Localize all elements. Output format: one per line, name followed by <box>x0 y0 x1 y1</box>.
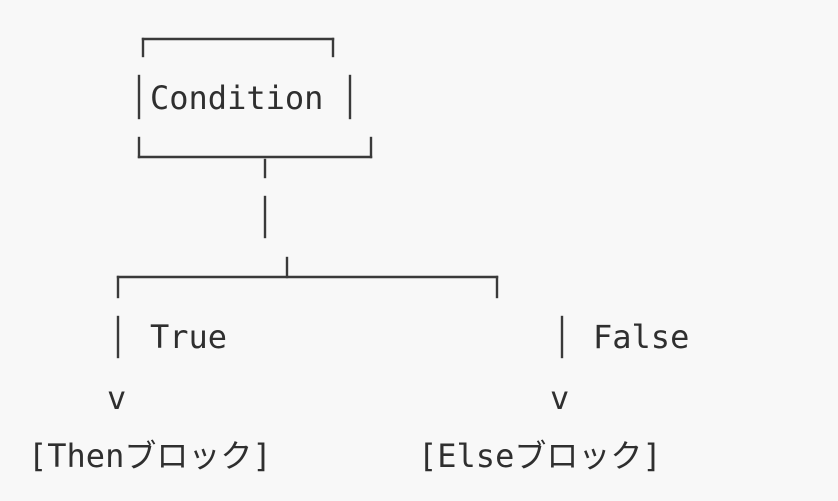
false-label: False <box>593 318 690 356</box>
false-arrow: v <box>550 379 570 417</box>
then-block: [Thenブロック] <box>28 437 272 475</box>
condition-label: Condition <box>150 79 324 117</box>
else-block: [Elseブロック] <box>418 437 662 475</box>
true-label: True <box>150 318 228 356</box>
true-arrow: v <box>107 379 127 417</box>
